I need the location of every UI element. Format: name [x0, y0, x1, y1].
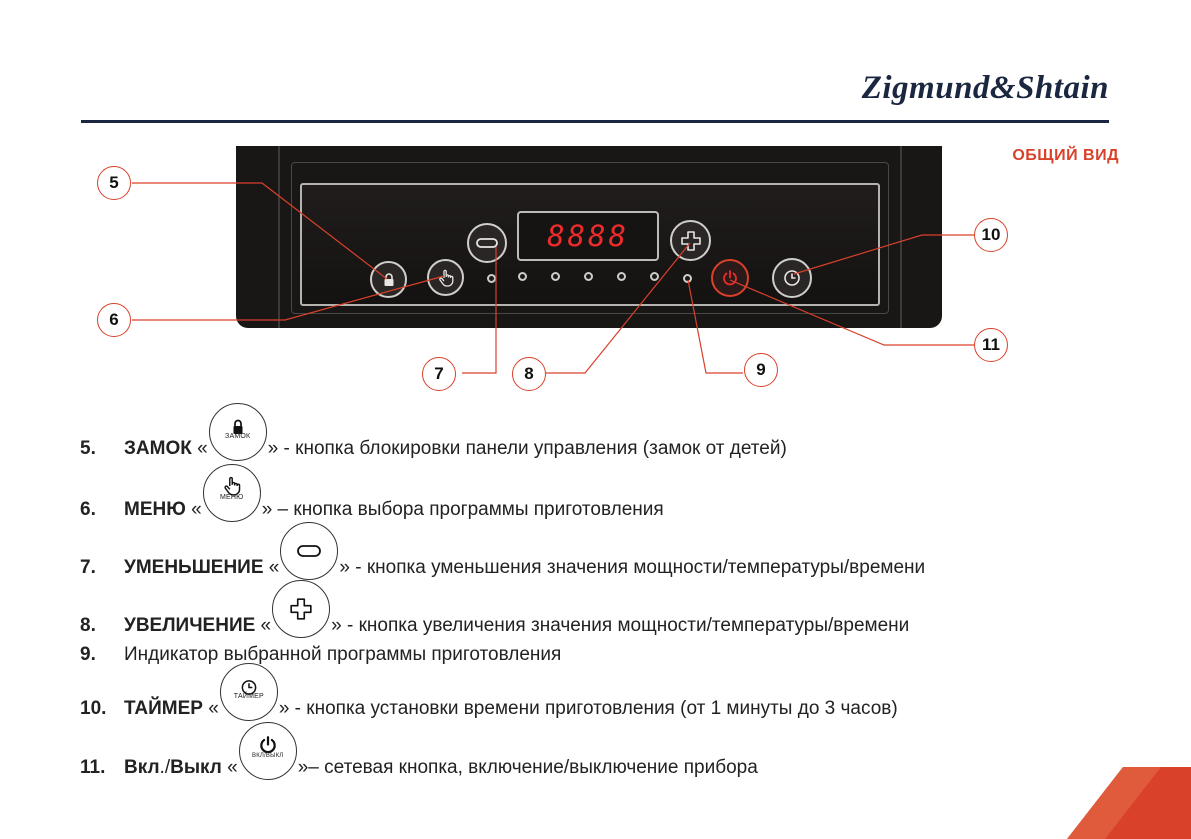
brand-logo: Zigmund&Shtain	[861, 70, 1109, 106]
legend-item-menu: 6.МЕНЮ «МЕНЮ» – кнопка выбора программы …	[80, 464, 664, 522]
increase-button-illustration	[272, 580, 331, 638]
panel-edge-left	[278, 146, 280, 328]
program-indicator-dot	[487, 274, 496, 283]
legend-item-timer: 10.ТАЙМЕР «ТАЙМЕР» - кнопка установки вр…	[80, 663, 898, 721]
program-indicator-dot	[518, 272, 527, 281]
legend-number: 11.	[80, 757, 106, 778]
legend-term: ЗАМОК	[124, 438, 192, 459]
control-glass-outer	[291, 162, 889, 314]
lock-icon	[384, 272, 393, 286]
legend-number: 5.	[80, 438, 96, 459]
power-icon	[259, 736, 276, 754]
legend-description: »– сетевая кнопка, включение/выключение …	[297, 757, 758, 778]
callout-badge-8: 8	[512, 357, 546, 391]
program-indicator-dot	[683, 274, 692, 283]
minus-icon	[297, 545, 322, 557]
section-title: ОБЩИЙ ВИД	[1012, 147, 1119, 164]
corner-decoration	[1067, 767, 1191, 839]
decrease-button[interactable]	[467, 223, 507, 263]
decrease-button-illustration	[280, 522, 339, 580]
legend-number: 9.	[80, 644, 96, 665]
clock-icon	[241, 680, 257, 695]
hand-icon	[224, 476, 240, 496]
legend-term-separator: ./	[159, 757, 171, 778]
header-divider	[81, 120, 1109, 123]
led-display: 8888	[547, 219, 629, 253]
legend-description: » - кнопка установки времени приготовлен…	[278, 698, 898, 719]
legend-item-lock: 5.ЗАМОК «ЗАМОК» - кнопка блокировки пане…	[80, 403, 787, 461]
legend-number: 10.	[80, 698, 107, 719]
legend-description: » - кнопка увеличения значения мощности/…	[331, 615, 910, 636]
menu-button-illustration: МЕНЮ	[202, 464, 261, 522]
legend-term: УВЕЛИЧЕНИЕ	[124, 615, 256, 636]
display-frame	[517, 211, 659, 261]
legend-number: 7.	[80, 557, 96, 578]
power-icon	[723, 270, 737, 286]
program-indicator-dot	[584, 272, 593, 281]
legend-term: Вкл	[124, 757, 160, 778]
icon-caption: МЕНЮ	[219, 494, 244, 501]
callout-badge-11: 11	[974, 328, 1008, 362]
callout-badge-6: 6	[97, 303, 131, 337]
legend-item-decrease: 7.УМЕНЬШЕНИЕ «» - кнопка уменьшения знач…	[80, 522, 925, 580]
legend-description: » - кнопка блокировки панели управления …	[267, 438, 787, 459]
increase-button[interactable]	[670, 220, 711, 261]
legend-item-indicator: 9. Индикатор выбранной программы приготов…	[80, 643, 561, 667]
legend-number: 8.	[80, 615, 96, 636]
legend-description: Индикатор выбранной программы приготовле…	[124, 644, 562, 665]
icon-caption: ЗАМОК	[225, 433, 251, 440]
power-button-illustration: ВКЛ/ВЫКЛ	[238, 722, 297, 780]
callout-badge-10: 10	[974, 218, 1008, 252]
legend-description: » – кнопка выбора программы приготовлени…	[261, 499, 664, 520]
timer-button-illustration: ТАЙМЕР	[219, 663, 278, 721]
plus-icon	[290, 598, 312, 620]
lock-button-illustration: ЗАМОК	[208, 403, 267, 461]
icon-caption: ТАЙМЕР	[233, 693, 264, 700]
minus-icon	[476, 238, 498, 248]
callout-badge-5: 5	[97, 166, 131, 200]
panel-edge-right	[900, 146, 902, 328]
program-indicator-dot	[650, 272, 659, 281]
power-button[interactable]	[711, 259, 749, 297]
clock-icon	[784, 270, 800, 286]
lock-icon	[233, 419, 243, 434]
program-indicator-dot	[617, 272, 626, 281]
plus-icon	[680, 230, 701, 251]
legend-term: Выкл	[170, 757, 222, 778]
legend-description: » - кнопка уменьшения значения мощности/…	[339, 557, 926, 578]
legend-term: МЕНЮ	[124, 499, 186, 520]
legend-term: УМЕНЬШЕНИЕ	[124, 557, 264, 578]
legend-item-power: 11.Вкл./Выкл «ВКЛ/ВЫКЛ»– сетевая кнопка,…	[80, 722, 758, 780]
hand-icon	[438, 269, 453, 287]
legend-item-increase: 8.УВЕЛИЧЕНИЕ «» - кнопка увеличения знач…	[80, 580, 909, 638]
program-indicator-dot	[551, 272, 560, 281]
callout-badge-7: 7	[422, 357, 456, 391]
legend-term: ТАЙМЕР	[124, 698, 203, 719]
callout-badge-9: 9	[744, 353, 778, 387]
icon-caption: ВКЛ/ВЫКЛ	[252, 753, 284, 759]
menu-button[interactable]	[427, 259, 464, 296]
timer-button[interactable]	[772, 258, 812, 298]
legend-number: 6.	[80, 499, 96, 520]
